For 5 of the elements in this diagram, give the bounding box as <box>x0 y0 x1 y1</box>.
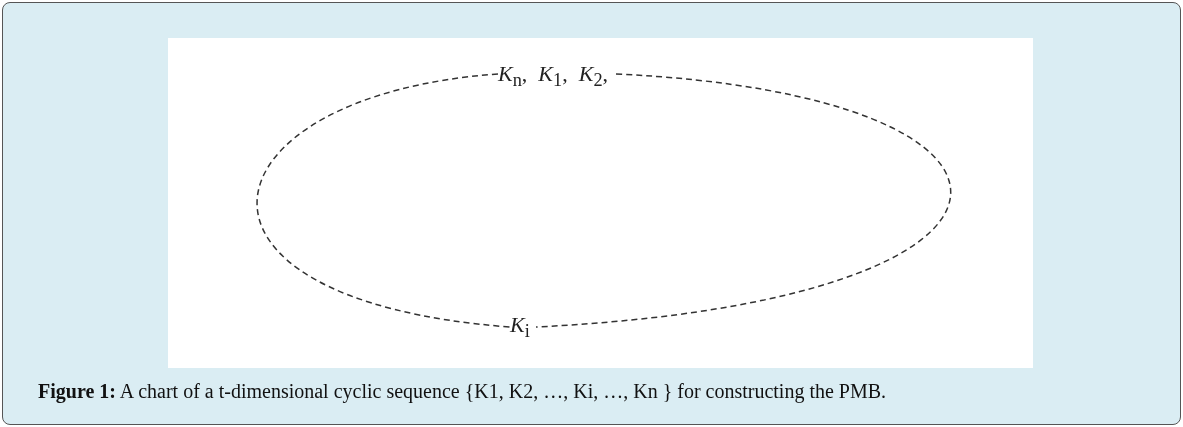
sequence-label: K$_{n}$, K$_{1}$, K$_{2}$, <box>498 60 609 95</box>
dashed-arc <box>256 73 511 328</box>
figure-caption: Figure 1: A chart of a t-dimensional cyclic sequence {K1, K2, …, Ki, …, Kn } for constructing the PMB. <box>38 380 887 403</box>
dashed-arc <box>535 73 951 328</box>
sequence-label: K$_{i}$ <box>510 311 530 346</box>
